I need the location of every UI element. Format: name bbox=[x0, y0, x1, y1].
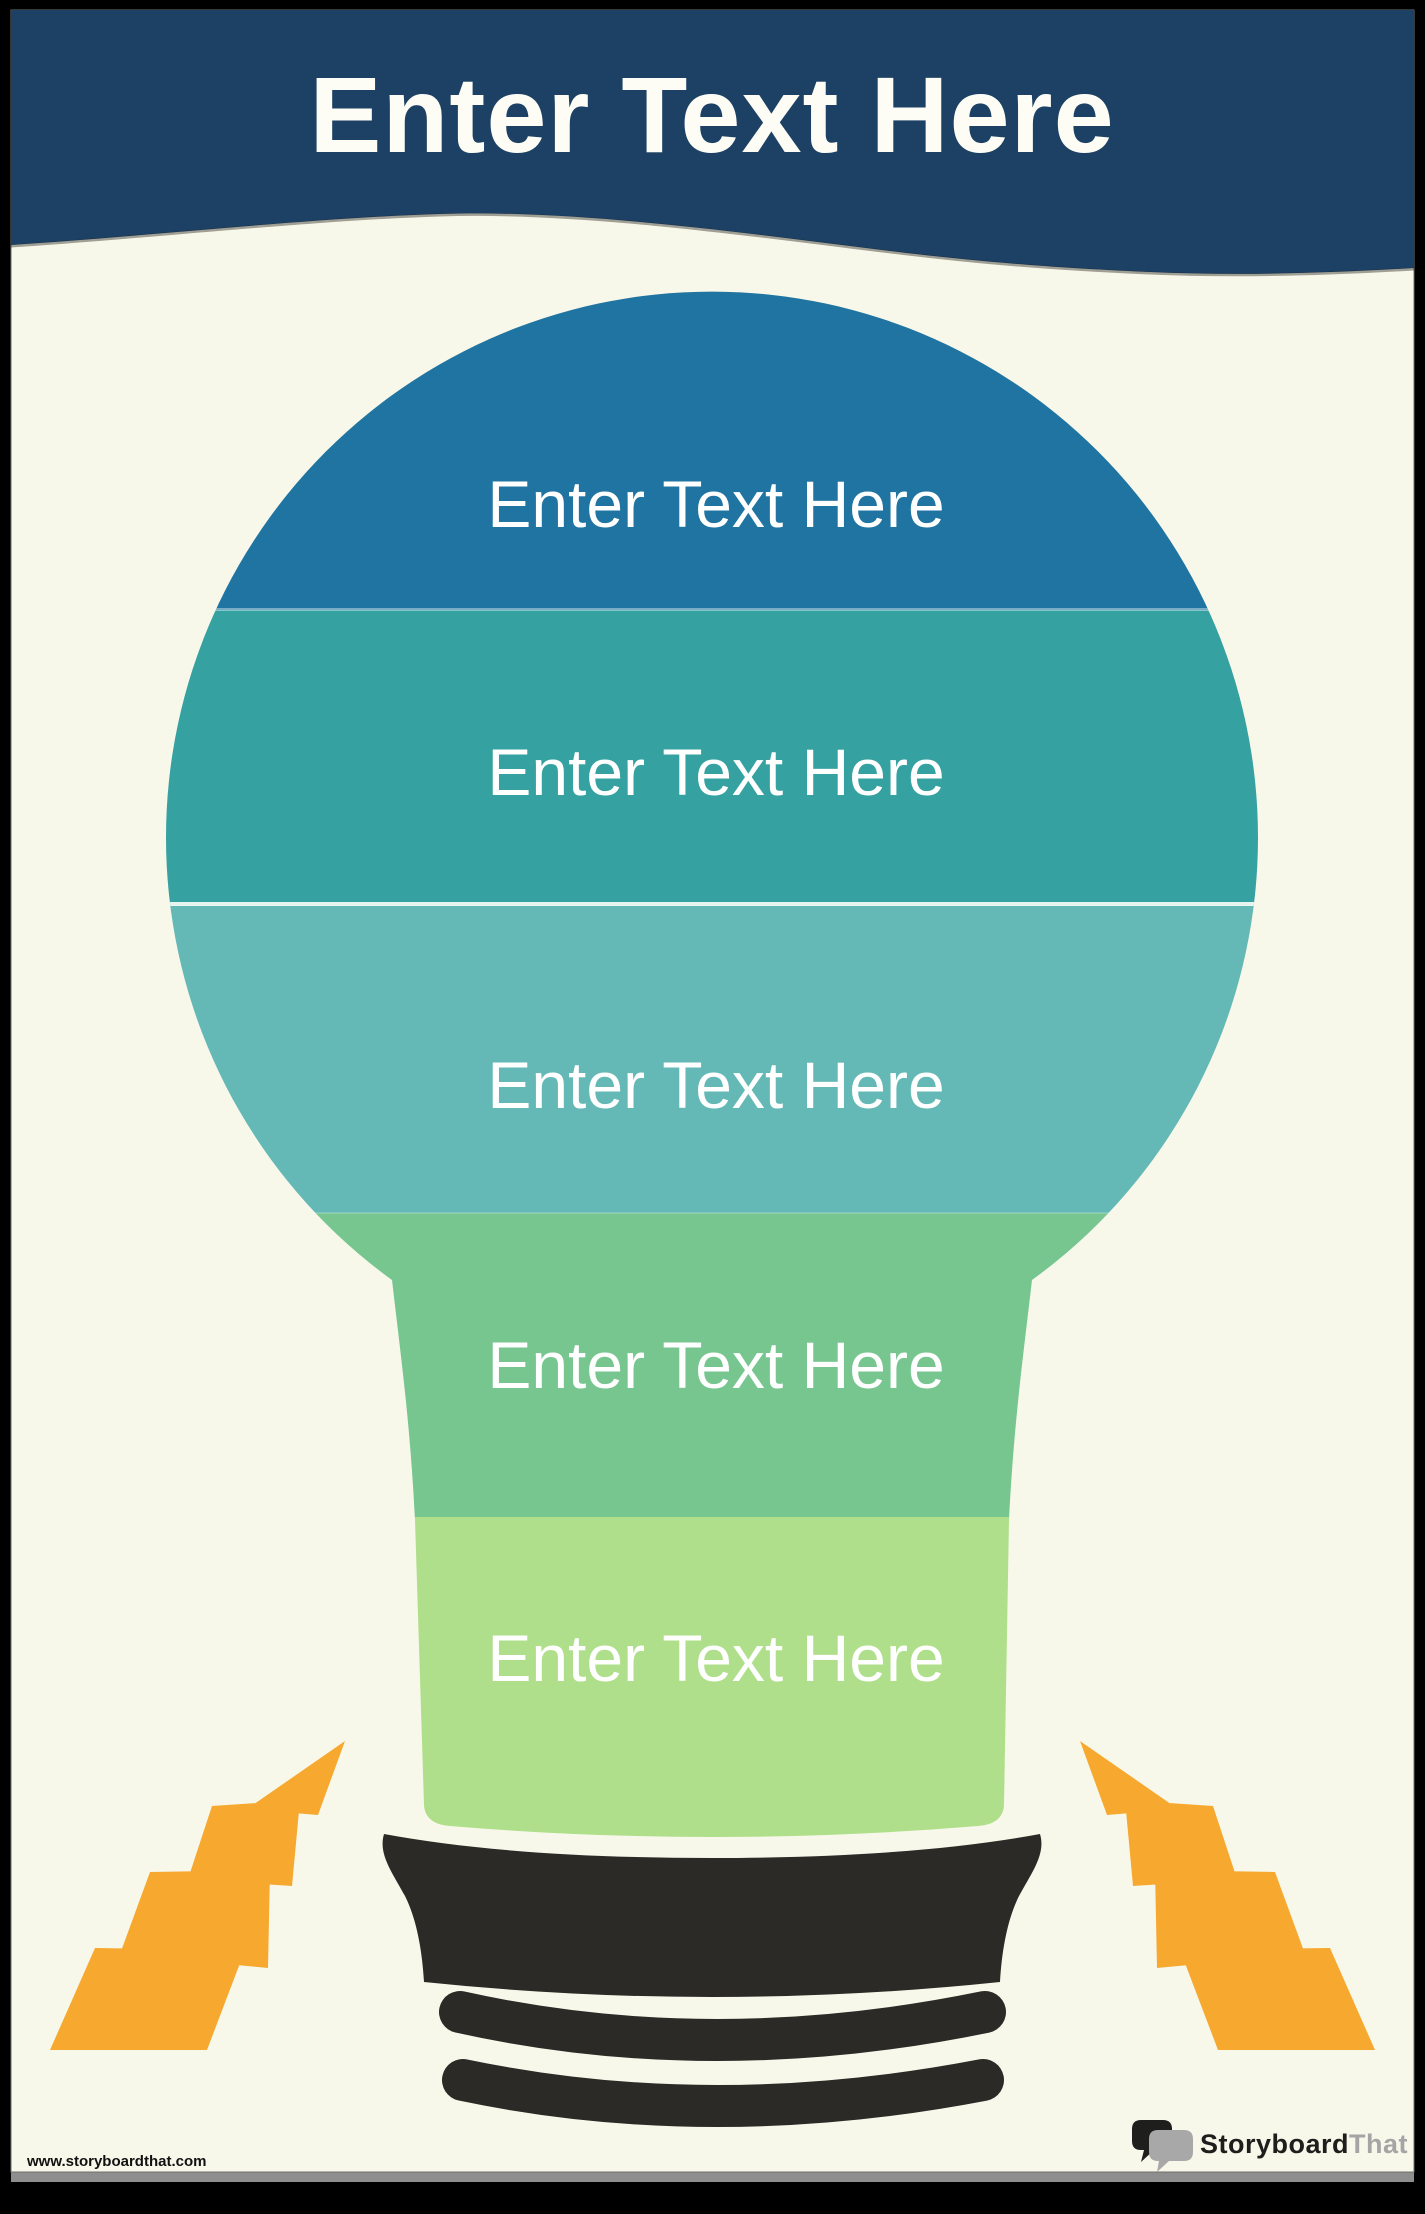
bulb-base bbox=[382, 1834, 1042, 2127]
bulb-band-label[interactable]: Enter Text Here bbox=[487, 1621, 944, 1695]
logo-wordmark: StoryboardThat bbox=[1200, 2129, 1408, 2159]
band-separator bbox=[166, 902, 1259, 906]
logo-text-that: That bbox=[1349, 2129, 1408, 2159]
lightning-bolt-right bbox=[1080, 1741, 1375, 2050]
bulb-band-3 bbox=[166, 905, 1259, 1213]
bulb-band-label[interactable]: Enter Text Here bbox=[487, 1328, 944, 1402]
bulb-band-label[interactable]: Enter Text Here bbox=[487, 467, 944, 541]
band-separator bbox=[166, 1212, 1259, 1214]
lightning-bolt-left bbox=[50, 1741, 345, 2050]
bulb-band-label[interactable]: Enter Text Here bbox=[487, 735, 944, 809]
logo-text-storyboard: Storyboard bbox=[1200, 2129, 1349, 2159]
logo-speech-bubble-front-icon bbox=[1149, 2130, 1193, 2172]
bulb-band-2 bbox=[166, 610, 1259, 905]
band-separator bbox=[166, 608, 1259, 611]
poster-title[interactable]: Enter Text Here bbox=[309, 54, 1114, 175]
bulb-base-thread-1 bbox=[439, 1991, 1006, 2061]
storyboardthat-logo: StoryboardThat bbox=[1132, 2120, 1408, 2172]
footer-url: www.storyboardthat.com bbox=[26, 2153, 206, 2170]
bulb-base-thread-2 bbox=[442, 2059, 1004, 2127]
header-band bbox=[11, 10, 1414, 274]
header-wave-shadow bbox=[10, 212, 1415, 277]
bulb-band-label[interactable]: Enter Text Here bbox=[487, 1048, 944, 1122]
bulb-base-collar bbox=[382, 1834, 1042, 1997]
